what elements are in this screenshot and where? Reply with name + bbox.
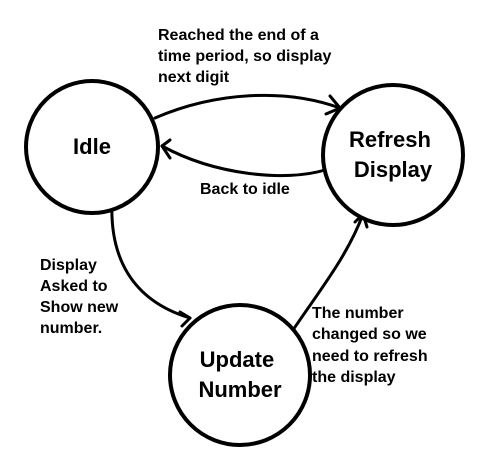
arrowhead-idle-to-update [178,310,192,328]
label-idle-to-refresh: Reached the end of a time period, so dis… [158,27,336,86]
arrowhead-refresh-to-idle [160,138,172,160]
edge-refresh-to-idle [160,138,327,178]
state-update-number-label: Update Number [198,347,282,402]
state-refresh-display-label: Refresh Display [349,127,437,182]
state-idle: Idle [24,79,160,215]
label-refresh-to-idle: Back to idle [200,181,290,198]
label-idle-to-update: Display Asked to Show new number. [40,257,123,337]
edge-idle-to-update [110,201,192,328]
edge-idle-to-refresh [153,93,342,120]
label-update-to-refresh: The number changed so we need to refresh… [312,305,432,386]
state-update-number: Update Number [168,303,312,447]
state-idle-label: Idle [73,134,111,159]
state-refresh-display: Refresh Display [321,83,465,227]
